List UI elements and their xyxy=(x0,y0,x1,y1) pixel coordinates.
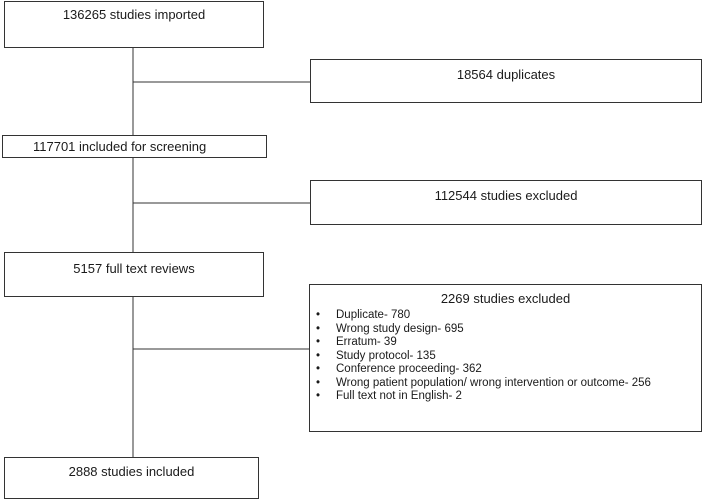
full-text-reviews-text: 5157 full text reviews xyxy=(73,261,195,276)
exclusion-reason: Wrong patient population/ wrong interven… xyxy=(316,377,651,391)
excluded-after-full-text-box: 2269 studies excluded Duplicate- 780 Wro… xyxy=(309,284,702,432)
excluded-after-full-text-title: 2269 studies excluded xyxy=(440,291,571,306)
studies-included-text: 2888 studies included xyxy=(68,464,195,479)
included-for-screening-text: 117701 included for screening xyxy=(33,139,207,154)
duplicates-box: 18564 duplicates xyxy=(310,59,702,103)
included-for-screening-box: 117701 included for screening xyxy=(2,135,267,158)
full-text-reviews-box: 5157 full text reviews xyxy=(4,252,264,297)
exclusion-reason: Erratum- 39 xyxy=(316,336,651,350)
studies-included-box: 2888 studies included xyxy=(4,457,259,499)
exclusion-reasons-list: Duplicate- 780 Wrong study design- 695 E… xyxy=(316,309,651,404)
excluded-after-screening-text: 112544 studies excluded xyxy=(434,188,578,203)
exclusion-reason: Study protocol- 135 xyxy=(316,350,651,364)
studies-imported-text: 136265 studies imported xyxy=(62,7,206,22)
studies-imported-box: 136265 studies imported xyxy=(4,1,264,48)
excluded-after-screening-box: 112544 studies excluded xyxy=(310,180,702,225)
exclusion-reason: Conference proceeding- 362 xyxy=(316,363,651,377)
exclusion-reason: Wrong study design- 695 xyxy=(316,323,651,337)
exclusion-reason: Full text not in English- 2 xyxy=(316,390,651,404)
exclusion-reason: Duplicate- 780 xyxy=(316,309,651,323)
duplicates-text: 18564 duplicates xyxy=(456,67,556,82)
